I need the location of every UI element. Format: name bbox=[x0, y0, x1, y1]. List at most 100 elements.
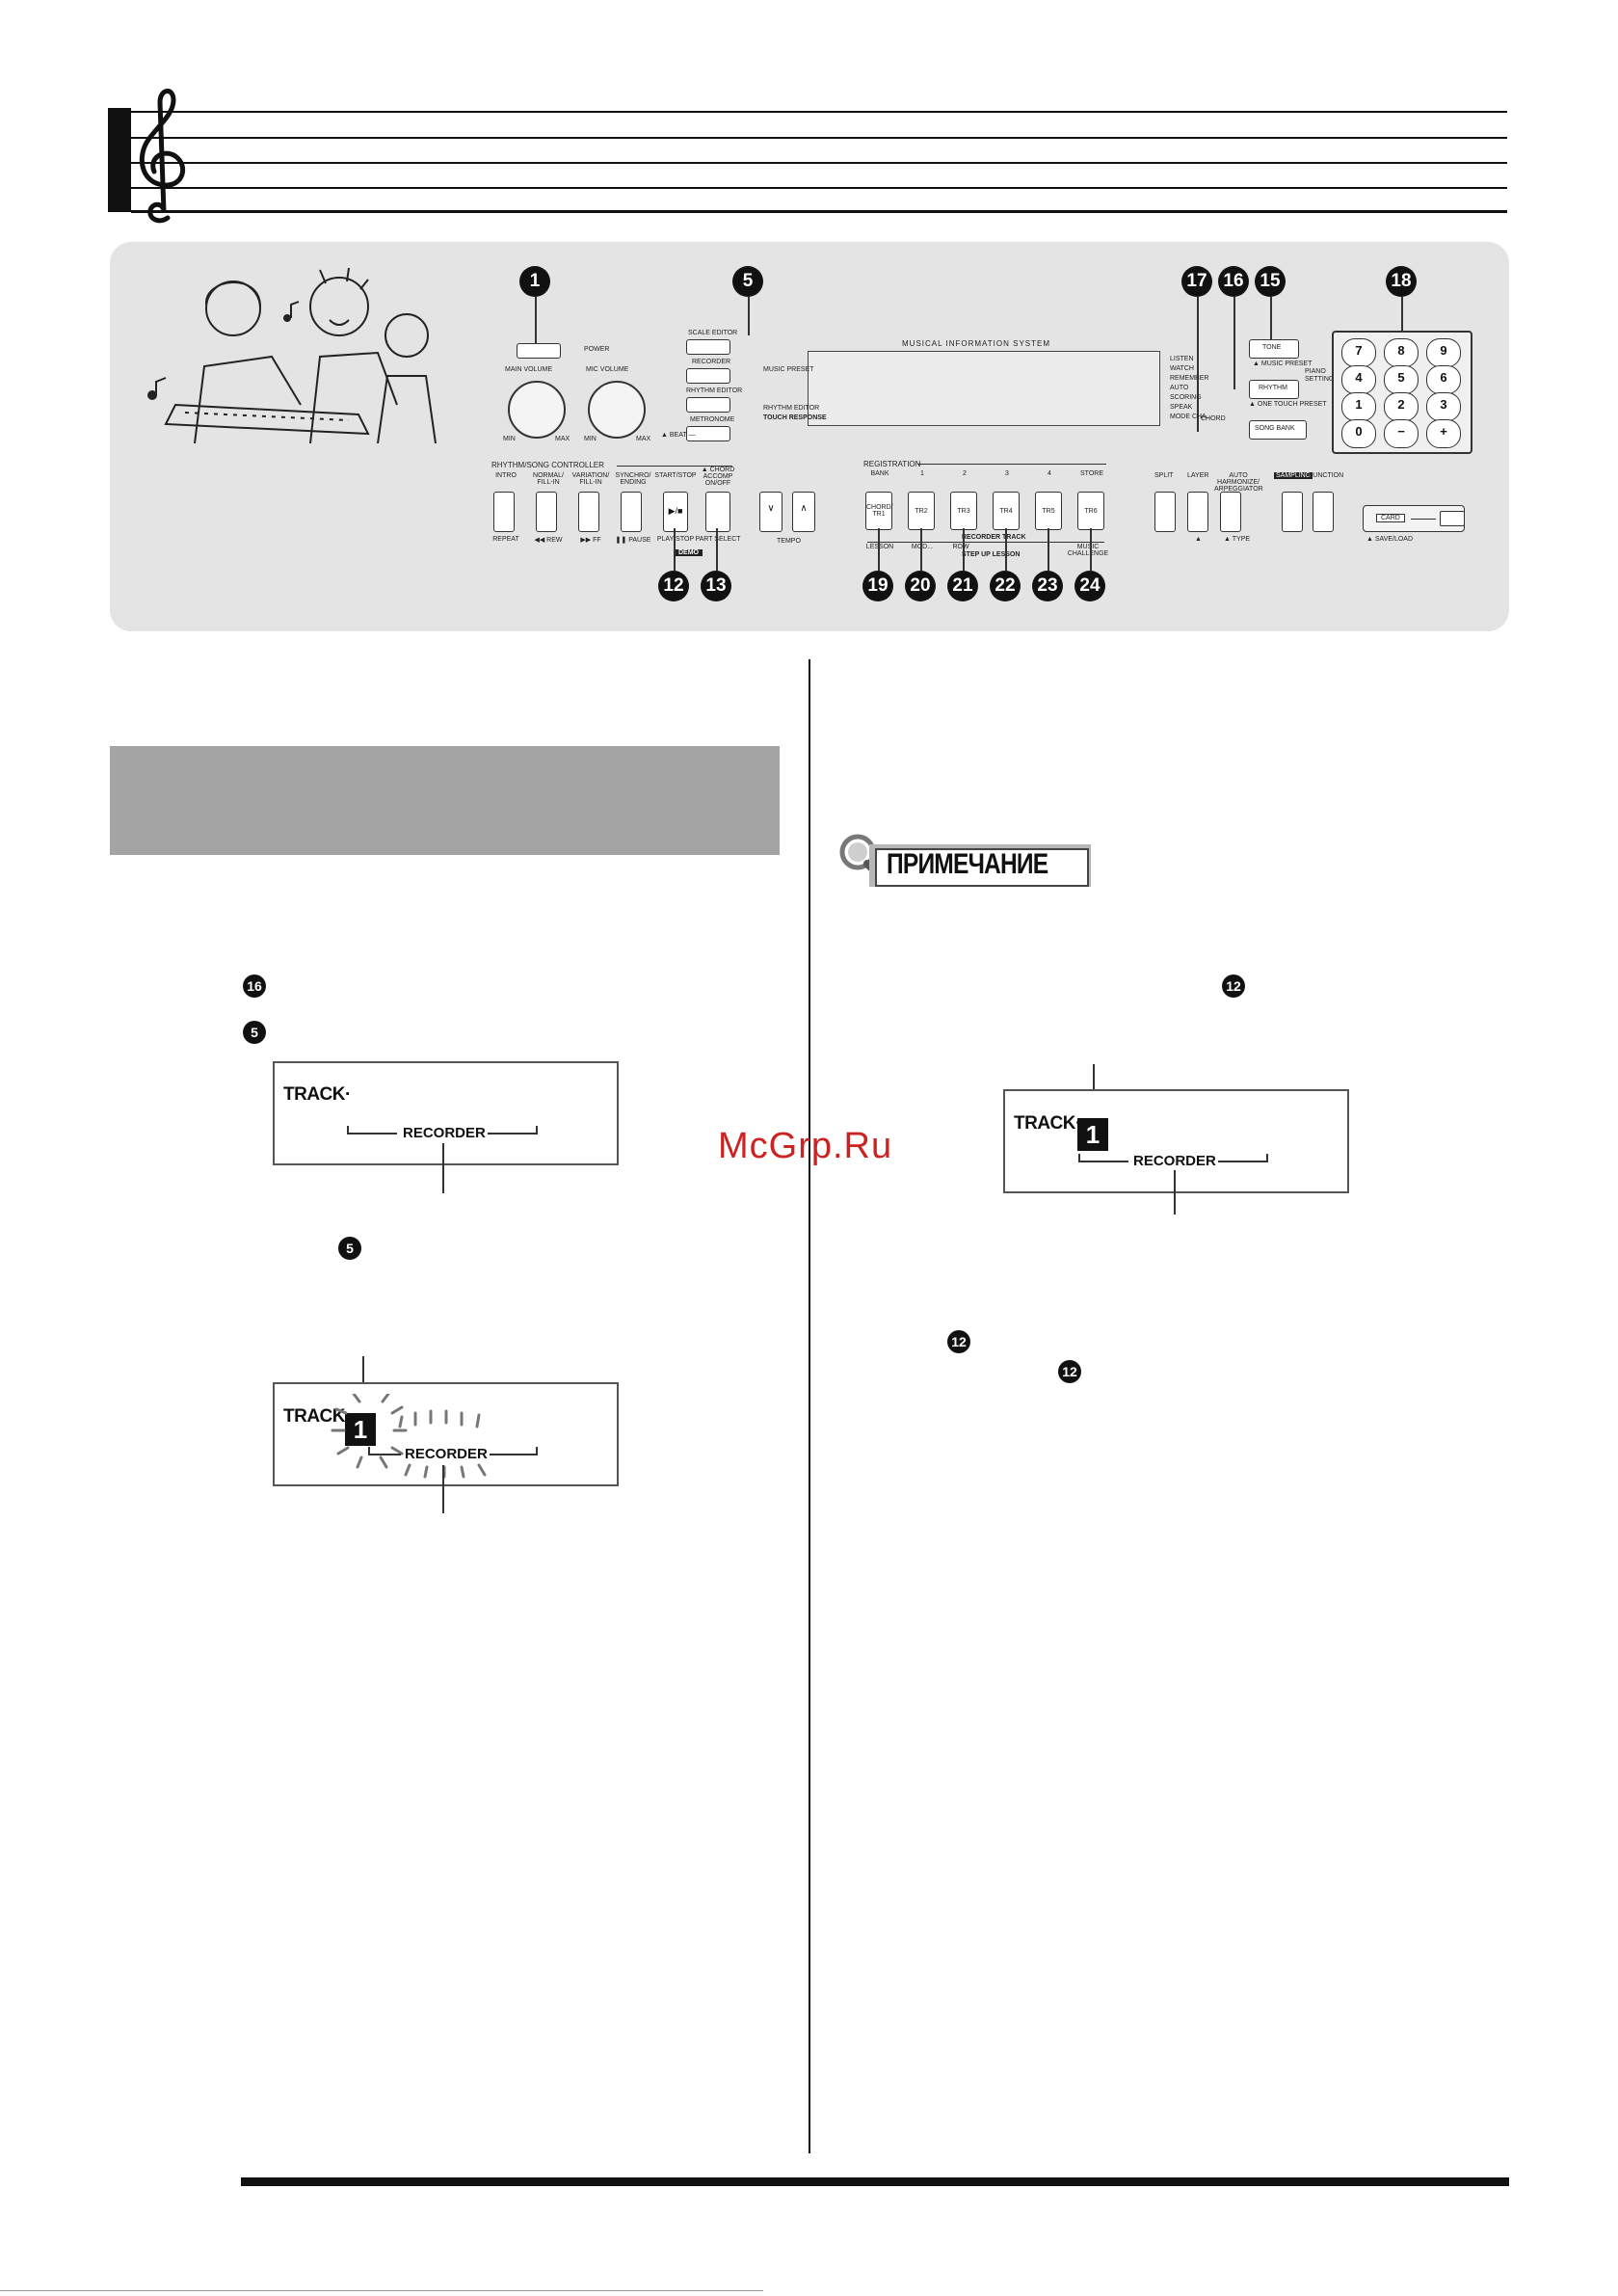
card-label: CARD bbox=[1376, 514, 1405, 522]
sampling-button[interactable] bbox=[1282, 492, 1303, 532]
keypad-9[interactable]: 9 bbox=[1426, 338, 1461, 367]
one-touch-preset-label: ▲ ONE TOUCH PRESET bbox=[1249, 401, 1327, 408]
lcd-pointer-line bbox=[442, 1465, 444, 1513]
layer-label: LAYER bbox=[1187, 472, 1209, 479]
keypad-5[interactable]: 5 bbox=[1384, 365, 1419, 394]
power-label: POWER bbox=[584, 346, 610, 353]
screen-right-label: SPEAK bbox=[1170, 404, 1193, 411]
tempo-down-button[interactable]: ∨ bbox=[759, 492, 782, 532]
callout-20: 20 bbox=[905, 571, 936, 601]
screen-right-label: REMEMBER bbox=[1170, 375, 1209, 382]
watermark-text: McGrp.Ru bbox=[718, 1126, 893, 1166]
tone-label: TONE bbox=[1262, 344, 1282, 351]
lcd-bracket bbox=[490, 1454, 538, 1455]
callout-5: 5 bbox=[732, 266, 763, 297]
keypad-plus[interactable]: + bbox=[1426, 419, 1461, 448]
tone-button[interactable] bbox=[1249, 339, 1299, 359]
lcd-bracket bbox=[1218, 1161, 1268, 1162]
start-stop-button[interactable]: ▶/■ bbox=[663, 492, 688, 532]
track-4-button[interactable]: TR4 bbox=[993, 492, 1020, 530]
card-slot-opening bbox=[1440, 511, 1465, 526]
note-label: ПРИМЕЧАНИЕ bbox=[887, 848, 1048, 880]
leader-line bbox=[878, 528, 880, 571]
screen-right-label: MODE CHA... bbox=[1170, 414, 1212, 420]
callout-18: 18 bbox=[1386, 266, 1417, 297]
ref-5: 5 bbox=[338, 1237, 361, 1260]
split-button[interactable] bbox=[1154, 492, 1176, 532]
keypad-3[interactable]: 3 bbox=[1426, 392, 1461, 421]
callout-22: 22 bbox=[990, 571, 1021, 601]
header-staff bbox=[0, 0, 1618, 231]
music-preset-label: ▲ MUSIC PRESET bbox=[1253, 360, 1313, 367]
rhythm-button[interactable] bbox=[1249, 380, 1299, 399]
track-1-button[interactable]: CHORD/ TR1 bbox=[865, 492, 893, 530]
rhythm-label: RHYTHM bbox=[1259, 385, 1287, 391]
callout-19: 19 bbox=[862, 571, 893, 601]
layer-button[interactable] bbox=[1187, 492, 1208, 532]
auto-harmonize-button[interactable] bbox=[1220, 492, 1241, 532]
synchro-ending-button[interactable] bbox=[621, 492, 642, 532]
song-bank-button[interactable] bbox=[1249, 420, 1307, 440]
keypad-6[interactable]: 6 bbox=[1426, 365, 1461, 394]
lcd1-recorder-label: RECORDER bbox=[403, 1125, 486, 1141]
power-button[interactable] bbox=[517, 343, 561, 359]
keypad-7[interactable]: 7 bbox=[1341, 338, 1376, 367]
lcd3-recorder-label: RECORDER bbox=[1133, 1153, 1216, 1169]
registration-label: REGISTRATION bbox=[863, 460, 921, 468]
scale-editor-button[interactable] bbox=[686, 339, 730, 355]
accomp-button[interactable] bbox=[705, 492, 730, 532]
tempo-up-button[interactable]: ∧ bbox=[792, 492, 815, 532]
display-screen bbox=[808, 351, 1160, 426]
max-label: MAX bbox=[636, 436, 651, 442]
leader-line bbox=[748, 297, 750, 335]
lesson-label: LESSON bbox=[865, 544, 894, 550]
rhythm-editor-label: RHYTHM EDITOR bbox=[686, 387, 743, 394]
min-label: MIN bbox=[503, 436, 516, 442]
row-label: ROW bbox=[952, 544, 969, 550]
lcd2-track-digit: 1 bbox=[345, 1413, 376, 1446]
start-stop-label: START/STOP bbox=[654, 472, 697, 479]
store-label: STORE bbox=[1080, 470, 1103, 477]
synchro-ending-label: SYNCHRO/ ENDING bbox=[615, 472, 651, 486]
track-6-button[interactable]: TR6 bbox=[1077, 492, 1104, 530]
screen-left-label: TOUCH RESPONSE bbox=[763, 414, 827, 421]
lcd-bracket bbox=[536, 1126, 538, 1135]
track-2-button[interactable]: TR2 bbox=[908, 492, 935, 530]
track-5-button[interactable]: TR5 bbox=[1035, 492, 1062, 530]
track-3-button[interactable]: TR3 bbox=[950, 492, 977, 530]
keypad-0[interactable]: 0 bbox=[1341, 419, 1376, 448]
function-button[interactable] bbox=[1313, 492, 1334, 532]
keypad-2[interactable]: 2 bbox=[1384, 392, 1419, 421]
intro-button[interactable] bbox=[493, 492, 515, 532]
recorder-button[interactable] bbox=[686, 368, 730, 384]
save-load-label: ▲ SAVE/LOAD bbox=[1366, 536, 1414, 543]
keypad-minus[interactable]: − bbox=[1384, 419, 1419, 448]
mic-volume-knob[interactable] bbox=[588, 381, 646, 439]
max-label: MAX bbox=[555, 436, 570, 442]
rhythm-controller-label: RHYTHM/SONG CONTROLLER bbox=[491, 461, 604, 469]
lcd-pointer-line bbox=[1174, 1170, 1176, 1215]
variation-fill-button[interactable] bbox=[578, 492, 599, 532]
metronome-label: METRONOME bbox=[690, 416, 735, 423]
staff-line bbox=[131, 162, 1507, 164]
keypad-1[interactable]: 1 bbox=[1341, 392, 1376, 421]
keypad-4[interactable]: 4 bbox=[1341, 365, 1376, 394]
auto-harmonize-label: AUTO HARMONIZE/ ARPEGGIATOR bbox=[1214, 472, 1263, 493]
main-volume-label: MAIN VOLUME bbox=[505, 366, 553, 373]
leader-line bbox=[1048, 528, 1049, 571]
type-label: ▲ TYPE bbox=[1224, 536, 1251, 543]
keypad-8[interactable]: 8 bbox=[1384, 338, 1419, 367]
main-volume-knob[interactable] bbox=[508, 381, 566, 439]
callout-23: 23 bbox=[1032, 571, 1063, 601]
lcd3-track-label: TRACK· bbox=[1014, 1113, 1081, 1134]
metronome-button[interactable] bbox=[686, 426, 730, 441]
leader-line bbox=[535, 297, 537, 345]
leader-line bbox=[920, 528, 922, 571]
play-stop-label: PLAY/STOP bbox=[651, 536, 700, 543]
part-select-label: PART SELECT bbox=[695, 536, 741, 543]
card-slot-line bbox=[1411, 519, 1436, 520]
chord-label: CHORD bbox=[1201, 415, 1226, 422]
rhythm-editor-button[interactable] bbox=[686, 397, 730, 413]
normal-fill-button[interactable] bbox=[536, 492, 557, 532]
function-label: FUNCTION bbox=[1309, 472, 1344, 479]
